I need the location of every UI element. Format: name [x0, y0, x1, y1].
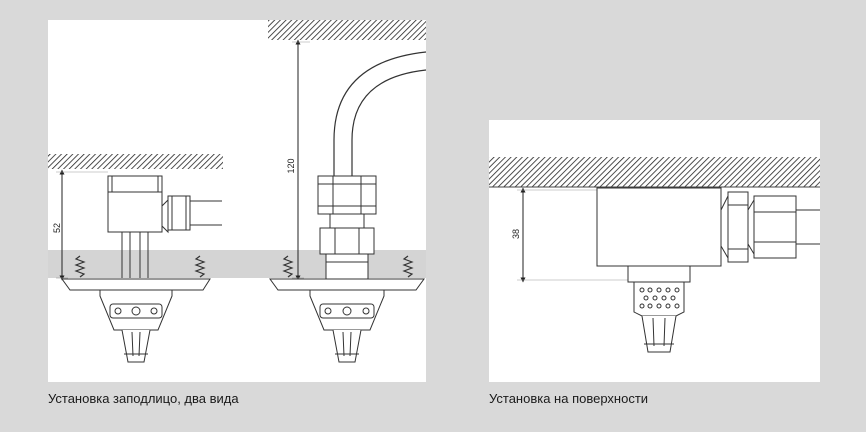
ceiling-hatch-left	[48, 154, 223, 169]
surface-mount-caption: Установка на поверхности	[489, 391, 649, 406]
ceiling-hatch-right	[489, 157, 820, 187]
flush-mount-view-2	[268, 20, 427, 363]
dimension-label-52: 52	[52, 223, 62, 233]
dimension-label-38: 38	[511, 229, 521, 239]
flush-mount-caption: Установка заподлицо, два вида	[48, 391, 239, 406]
ceiling-hatch-top	[268, 20, 426, 40]
dimension-label-120: 120	[286, 158, 296, 173]
surface-mount-view	[489, 157, 820, 353]
